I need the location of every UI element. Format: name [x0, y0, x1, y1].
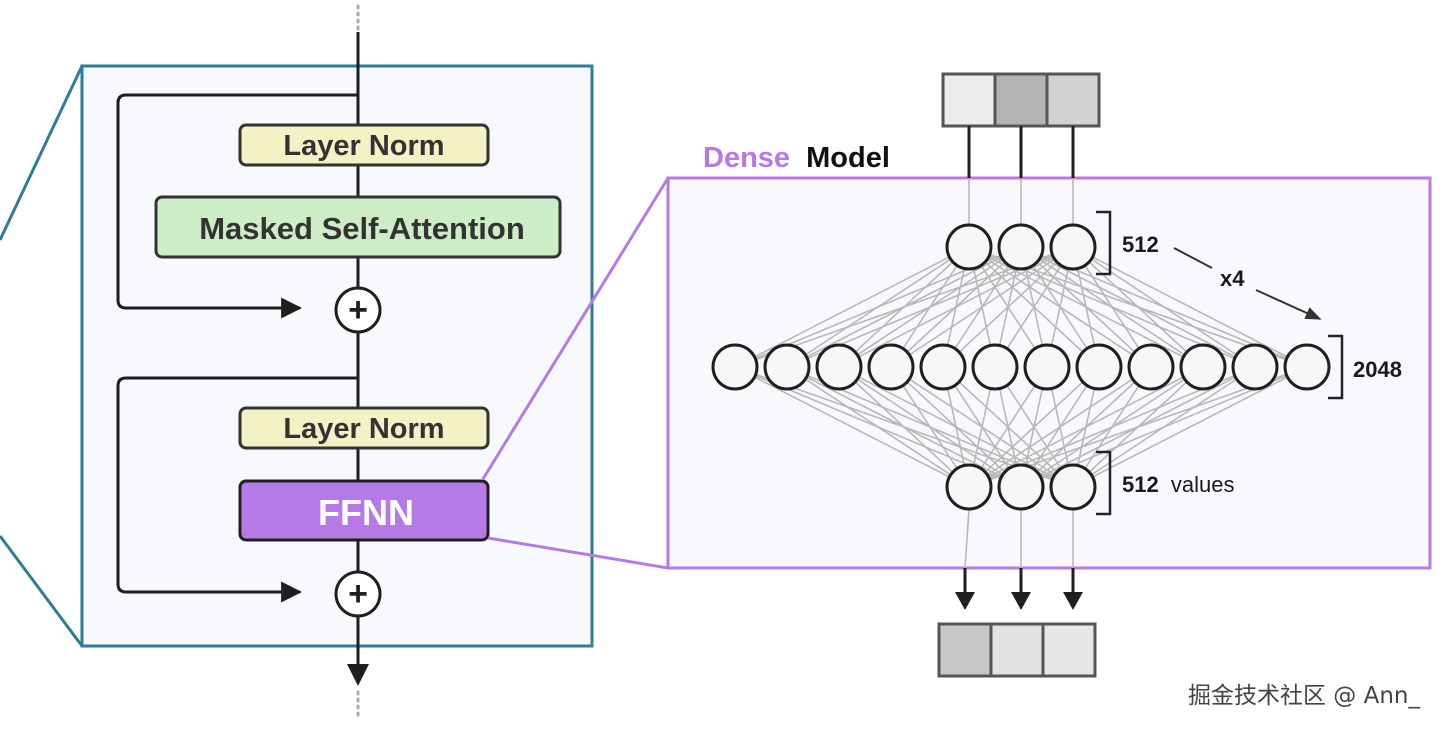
dense-title-accent: Dense [703, 142, 790, 174]
connection-input-hidden [1072, 246, 1152, 368]
connection-input-hidden [890, 246, 1074, 368]
attention-label: Masked Self-Attention [199, 211, 525, 246]
layer-norm-1-label: Layer Norm [283, 130, 444, 162]
input-neuron [1049, 223, 1097, 271]
attention-box [154, 195, 562, 259]
hidden-neuron [763, 343, 811, 391]
output-feed-line-inner [964, 508, 970, 569]
hidden-neuron [1231, 343, 1279, 391]
input-vector [941, 72, 1101, 128]
hidden-layer-bracket [1328, 334, 1344, 400]
network-connections [734, 246, 1308, 488]
layer-norm-1-box [238, 123, 490, 167]
input-neuron [997, 223, 1045, 271]
connection-input-hidden [994, 246, 1074, 368]
input-layer-label: 512 [1122, 232, 1159, 257]
connection-hidden-output [968, 366, 1204, 488]
residual-path-1 [116, 93, 358, 319]
output-vector-cell [1041, 622, 1097, 678]
input-neuron [945, 223, 993, 271]
add-node-1-symbol: + [348, 291, 368, 329]
connection-hidden-output [734, 366, 970, 488]
hidden-neuron [1283, 343, 1331, 391]
ffnn-box [238, 479, 490, 542]
hidden-neuron [1127, 343, 1175, 391]
input-vector-cell [941, 72, 997, 128]
output-vector-cell [989, 622, 1045, 678]
connection-hidden-output [786, 366, 970, 488]
connection-hidden-output [1072, 366, 1308, 488]
connection-input-hidden [1072, 246, 1308, 368]
dense-title-rest: Model [806, 142, 890, 174]
io-lines [955, 126, 1083, 610]
add-node-1 [334, 286, 382, 334]
output-neuron [1049, 463, 1097, 511]
connection-input-hidden [1072, 246, 1256, 368]
hidden-neuron [1023, 343, 1071, 391]
add-node-2 [334, 570, 382, 618]
output-layer-label-num: 512 [1122, 472, 1159, 497]
zoom-line-bottom-left [0, 535, 84, 647]
input-vector-cell [1045, 72, 1101, 128]
output-layer-bracket [1096, 450, 1112, 516]
hidden-neuron [711, 343, 759, 391]
hidden-neuron [919, 343, 967, 391]
connection-hidden-output [968, 366, 1100, 488]
connection-hidden-output [890, 366, 970, 488]
output-arrowhead [955, 592, 975, 610]
main-flow-arrowhead [347, 664, 369, 686]
output-arrowhead [1063, 592, 1083, 610]
output-arrowhead [1011, 592, 1031, 610]
zoom-line-top-left [0, 65, 84, 241]
expansion-label: x4 [1220, 266, 1245, 291]
dense-model-title: Dense Model [703, 142, 890, 174]
ffnn-label: FFNN [318, 492, 414, 533]
connection-input-hidden [942, 246, 1074, 368]
network-nodes [711, 223, 1331, 511]
connection-hidden-output [838, 366, 970, 488]
hidden-neuron [815, 343, 863, 391]
connection-input-hidden [1072, 246, 1204, 368]
output-neuron [997, 463, 1045, 511]
input-layer-bracket [1096, 210, 1112, 276]
connection-hidden-output [968, 366, 1152, 488]
add-node-2-symbol: + [348, 575, 368, 613]
connection-input-hidden [734, 246, 970, 368]
connection-hidden-output [968, 366, 1048, 488]
hidden-layer-label: 2048 [1353, 357, 1402, 382]
watermark: 掘金技术社区 @ Ann_ [1188, 683, 1421, 709]
hidden-neuron [1075, 343, 1123, 391]
zoom-line-ffnn-top [481, 177, 670, 480]
output-neuron [945, 463, 993, 511]
input-vector-cell [993, 72, 1049, 128]
hidden-neuron [1179, 343, 1227, 391]
expansion-arrow-line-1 [1173, 247, 1213, 269]
hidden-neuron [971, 343, 1019, 391]
connection-input-hidden [838, 246, 1074, 368]
expansion-arrow-line-2 [1255, 289, 1322, 320]
output-vector [937, 622, 1097, 678]
residual-path-2 [116, 376, 358, 603]
output-layer-label-text: values [1171, 472, 1235, 497]
zoom-line-ffnn-bottom [487, 536, 669, 570]
layer-norm-2-box [238, 406, 490, 450]
hidden-neuron [867, 343, 915, 391]
output-layer-label: 512 values [1122, 472, 1234, 497]
layer-norm-2-label: Layer Norm [283, 413, 444, 445]
output-vector-cell [937, 622, 993, 678]
